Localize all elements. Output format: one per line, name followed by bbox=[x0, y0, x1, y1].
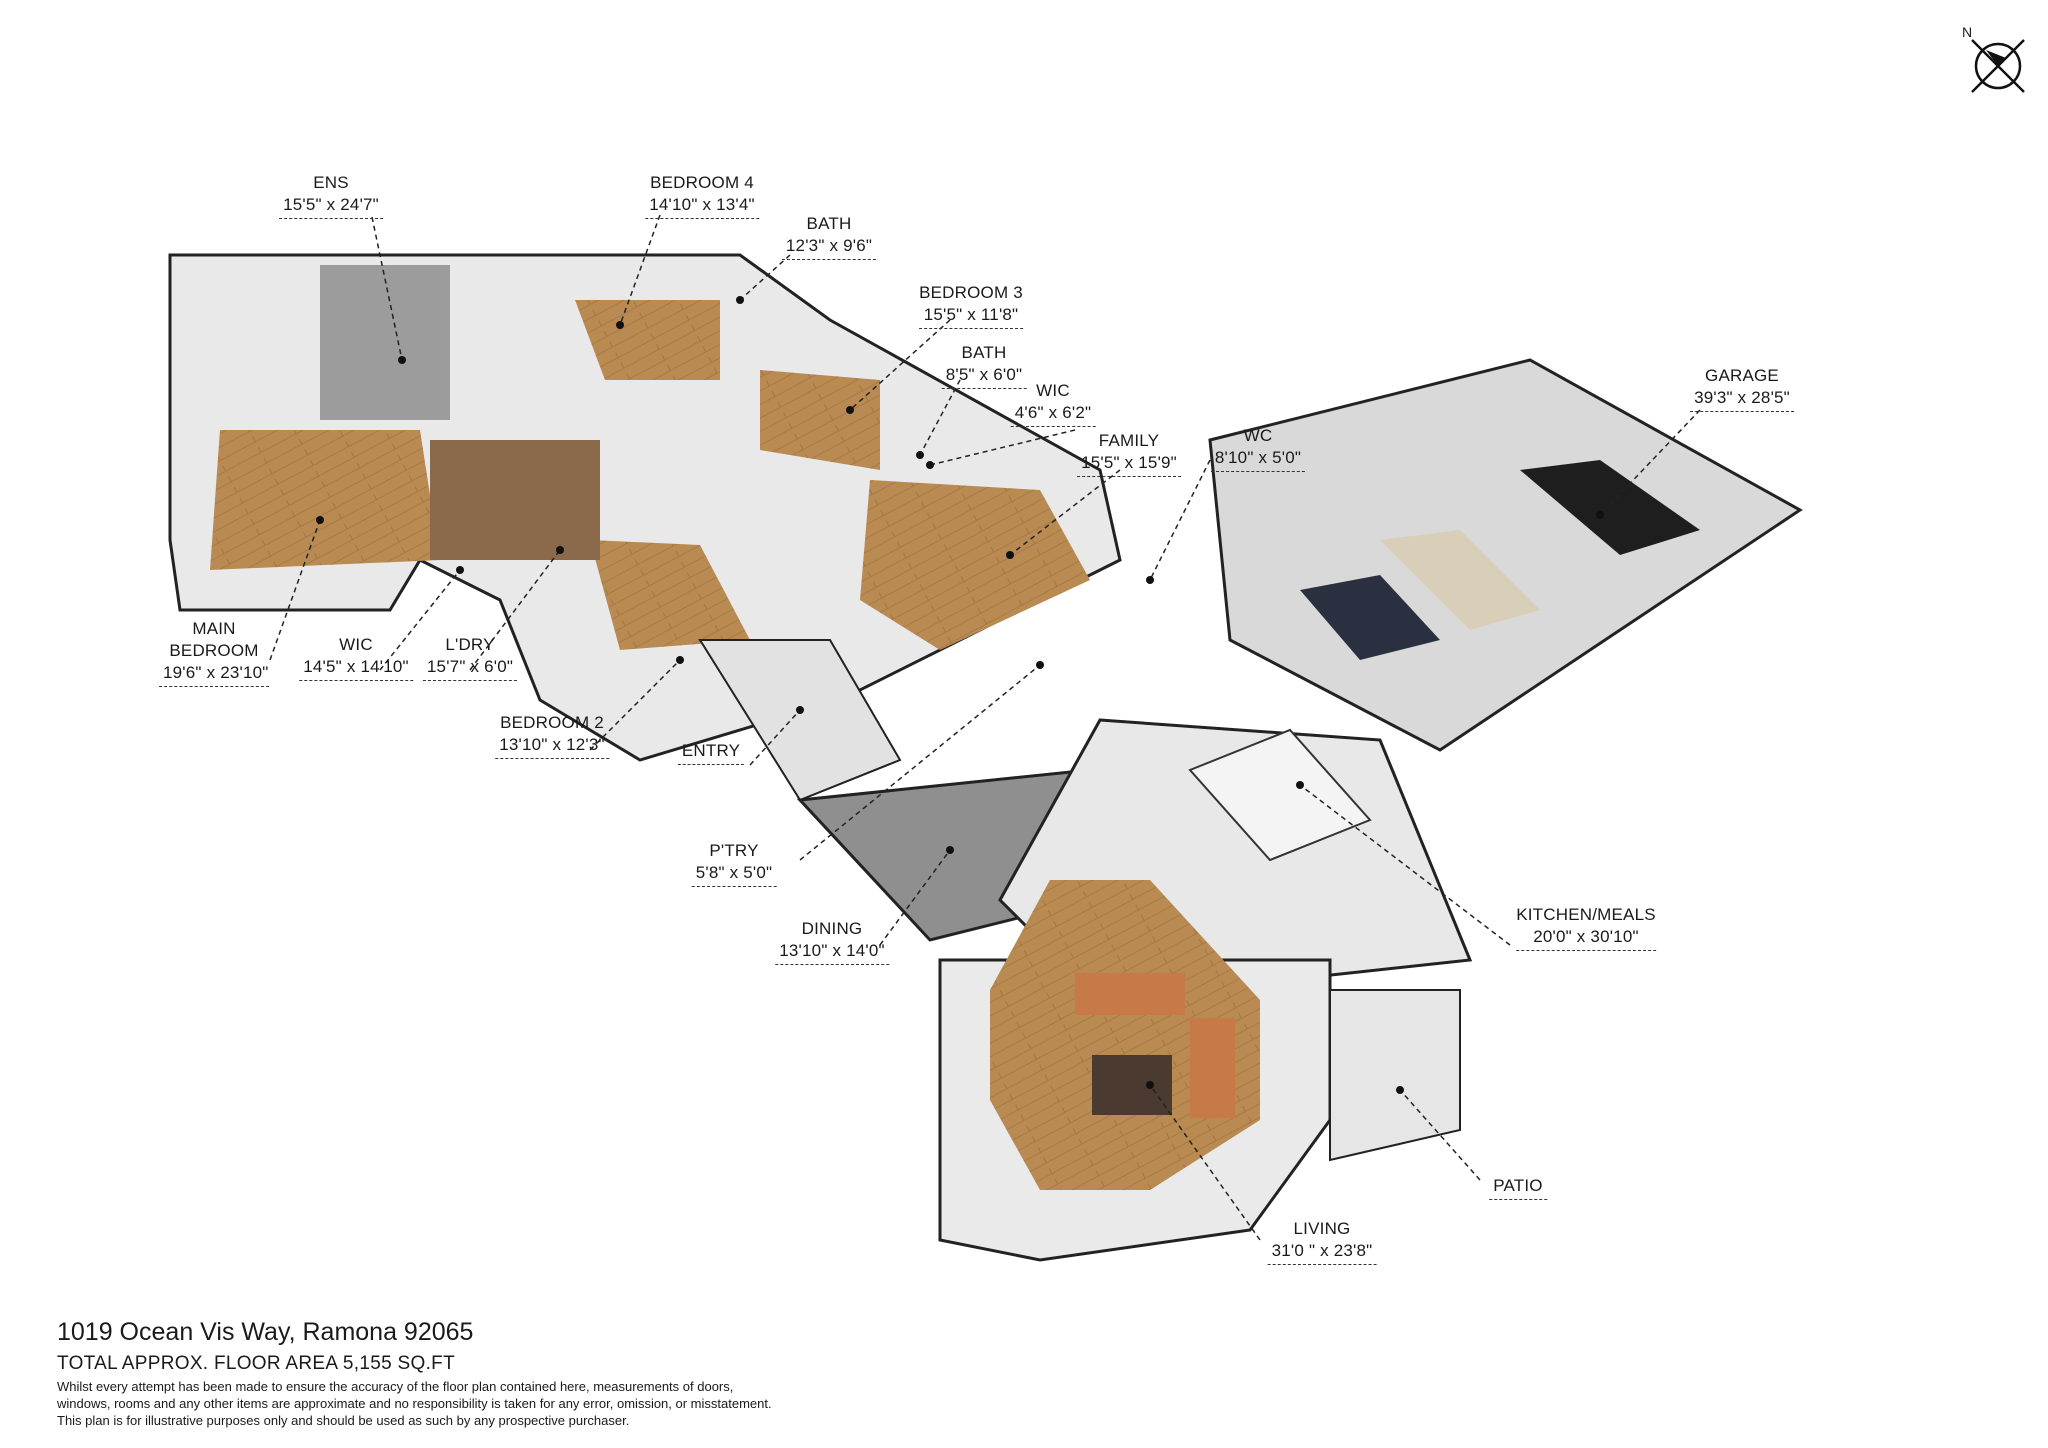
room-dimensions: 13'10" x 12'3" bbox=[495, 734, 609, 759]
entry-floor bbox=[698, 639, 902, 802]
car-1 bbox=[1300, 575, 1440, 660]
car-3 bbox=[1520, 460, 1700, 555]
room-dimensions: 39'3" x 28'5" bbox=[1690, 387, 1794, 412]
room-name: LIVING bbox=[1293, 1219, 1351, 1238]
room-label-patio: PATIO bbox=[1489, 1175, 1547, 1200]
room-name: BEDROOM 3 bbox=[919, 283, 1023, 302]
room-name: BATH bbox=[806, 214, 852, 233]
room-dimensions: 31'0 " x 23'8" bbox=[1267, 1240, 1377, 1265]
room-label-ens: ENS 15'5" x 24'7" bbox=[279, 172, 383, 219]
room-name: WIC bbox=[339, 635, 373, 654]
room-dimensions: 14'10" x 13'4" bbox=[645, 194, 759, 219]
room-label-main-bedroom: MAIN BEDROOM 19'6" x 23'10" bbox=[159, 618, 269, 687]
room-label-bedroom3: BEDROOM 3 15'5" x 11'8" bbox=[919, 282, 1023, 329]
west-wing bbox=[168, 253, 1122, 762]
kitchen-island bbox=[1188, 728, 1372, 862]
room-name: ENS bbox=[313, 173, 349, 192]
room-dimensions: 15'5" x 11'8" bbox=[919, 304, 1023, 329]
room-name: GARAGE bbox=[1705, 366, 1779, 385]
room-label-bath1: BATH 12'3" x 9'6" bbox=[781, 213, 877, 260]
leader-lines bbox=[269, 214, 1701, 1241]
room-dimensions: 13'10" x 14'0" bbox=[775, 940, 889, 965]
room-name: WIC bbox=[1036, 381, 1070, 400]
room-label-bath2: BATH 8'5" x 6'0" bbox=[941, 342, 1027, 389]
bedroom3-floor bbox=[760, 370, 880, 470]
total-floor-area: TOTAL APPROX. FLOOR AREA 5,155 SQ.FT bbox=[57, 1353, 455, 1374]
disclaimer-line: This plan is for illustrative purposes o… bbox=[57, 1413, 630, 1428]
room-label-ptry: P'TRY 5'8" x 5'0" bbox=[691, 840, 777, 887]
room-dimensions: 14'5" x 14'10" bbox=[299, 656, 413, 681]
bedroom4-floor bbox=[575, 300, 720, 380]
room-dimensions: 12'3" x 9'6" bbox=[781, 235, 877, 260]
disclaimer-line: windows, rooms and any other items are a… bbox=[57, 1396, 772, 1411]
room-name: FAMILY bbox=[1098, 431, 1160, 450]
room-name: PATIO bbox=[1489, 1175, 1547, 1200]
room-label-kitchen: KITCHEN/MEALS 20'0" x 30'10" bbox=[1516, 904, 1656, 951]
room-name: MAIN BEDROOM bbox=[169, 619, 259, 660]
room-name: KITCHEN/MEALS bbox=[1516, 905, 1656, 924]
room-name: BEDROOM 4 bbox=[650, 173, 754, 192]
property-address: 1019 Ocean Vis Way, Ramona 92065 bbox=[57, 1318, 474, 1346]
garage-block bbox=[1208, 358, 1803, 752]
compass-icon bbox=[1971, 39, 2025, 93]
room-label-bedroom4: BEDROOM 4 14'10" x 13'4" bbox=[645, 172, 759, 219]
room-label-family: FAMILY 15'5" x 15'9" bbox=[1077, 430, 1181, 477]
room-dimensions: 8'5" x 6'0" bbox=[941, 364, 1027, 389]
bedroom2-floor bbox=[590, 540, 750, 650]
room-label-ldry: L'DRY 15'7" x 6'0" bbox=[422, 634, 518, 681]
room-dimensions: 20'0" x 30'10" bbox=[1516, 926, 1656, 951]
ens-floor bbox=[320, 265, 450, 420]
room-label-bedroom2: BEDROOM 2 13'10" x 12'3" bbox=[495, 712, 609, 759]
central-block bbox=[698, 639, 1473, 1262]
room-dimensions: 4'6" x 6'2" bbox=[1010, 402, 1096, 427]
garage-floor bbox=[1208, 358, 1803, 752]
patio-floor bbox=[1329, 989, 1461, 1162]
room-dimensions: 8'10" x 5'0" bbox=[1210, 447, 1306, 472]
family-floor bbox=[860, 480, 1090, 650]
sofa-side bbox=[1190, 1018, 1235, 1118]
room-name: BEDROOM 2 bbox=[500, 713, 604, 732]
room-name: BATH bbox=[961, 343, 1007, 362]
room-dimensions: 15'7" x 6'0" bbox=[422, 656, 518, 681]
room-label-entry: ENTRY bbox=[677, 740, 745, 765]
room-name: P'TRY bbox=[709, 841, 759, 860]
leader-dots bbox=[316, 296, 1604, 1094]
room-dimensions: 15'5" x 15'9" bbox=[1077, 452, 1181, 477]
coffee-table bbox=[1092, 1055, 1172, 1115]
wic-floor bbox=[430, 440, 600, 560]
room-dimensions: 5'8" x 5'0" bbox=[691, 862, 777, 887]
room-label-dining: DINING 13'10" x 14'0" bbox=[775, 918, 889, 965]
room-label-living: LIVING 31'0 " x 23'8" bbox=[1267, 1218, 1377, 1265]
room-label-wc: WC 8'10" x 5'0" bbox=[1210, 425, 1306, 472]
room-name: ENTRY bbox=[677, 740, 745, 765]
compass: N bbox=[1960, 24, 2030, 96]
footer: 1019 Ocean Vis Way, Ramona 92065 TOTAL A… bbox=[57, 1318, 957, 1429]
sofa bbox=[1075, 973, 1185, 1015]
room-label-garage: GARAGE 39'3" x 28'5" bbox=[1690, 365, 1794, 412]
north-label: N bbox=[1962, 24, 1973, 40]
room-name: DINING bbox=[801, 919, 863, 938]
main-bedroom-floor bbox=[210, 430, 440, 570]
room-name: WC bbox=[1243, 426, 1273, 445]
room-name: L'DRY bbox=[445, 635, 495, 654]
car-2 bbox=[1380, 530, 1540, 630]
room-label-wic2: WIC 4'6" x 6'2" bbox=[1010, 380, 1096, 427]
room-dimensions: 19'6" x 23'10" bbox=[159, 662, 269, 687]
disclaimer-line: Whilst every attempt has been made to en… bbox=[57, 1379, 734, 1394]
room-label-wic1: WIC 14'5" x 14'10" bbox=[299, 634, 413, 681]
room-dimensions: 15'5" x 24'7" bbox=[279, 194, 383, 219]
